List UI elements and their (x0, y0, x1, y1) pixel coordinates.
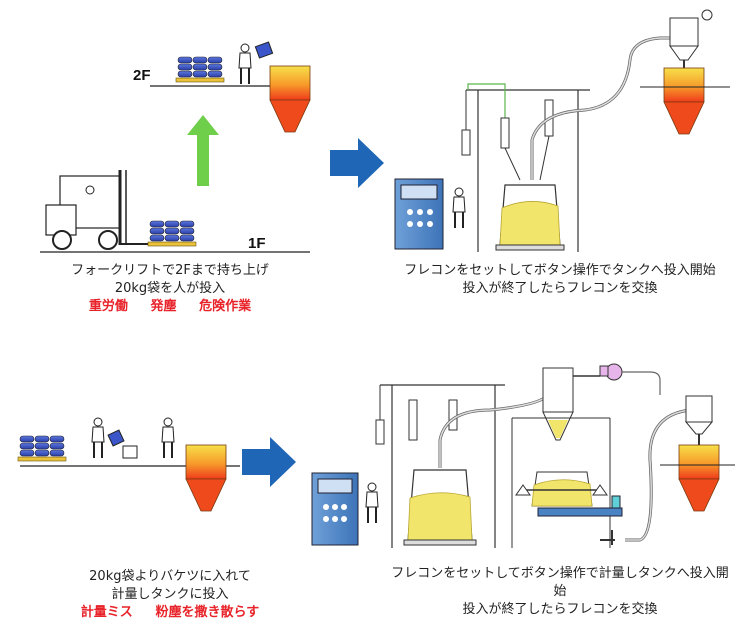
forklift-icon (45, 170, 150, 250)
bag-carried-icon (254, 41, 274, 59)
bag-stack-forklift (147, 220, 197, 247)
issue-item: 危険作業 (199, 299, 252, 314)
worker-pour-icon (161, 417, 175, 459)
issue-item: 発塵 (150, 299, 177, 314)
flecon-station-top (394, 36, 680, 252)
top-right-caption: フレコンをセットしてボタン操作でタンクへ投入開始 投入が終了したらフレコンを交換 (385, 262, 735, 298)
caption-line: 始 (553, 584, 567, 599)
bag-stack-bottom (17, 435, 67, 462)
issue-list: 重労働 発塵 危険作業 (40, 298, 300, 316)
issue-item: 計量ミス (80, 605, 133, 620)
caption-line: フレコンをセットしてボタン操作でタンクへ投入開始 (404, 263, 716, 278)
floor-1f-label: 1F (248, 235, 266, 252)
process-arrow-bottom (242, 437, 296, 487)
caption-line: 投入が終了したらフレコンを交換 (462, 281, 658, 296)
tank-2f (269, 65, 311, 133)
bottom-left-caption: 20kg袋よりバケツに入れて 計量しタンクに投入 計量ミス 粉塵を撒き散らす (40, 568, 300, 622)
top-left-caption: フォークリフトで2Fまで持ち上げ 20kg袋を人が投入 重労働 発塵 危険作業 (40, 262, 300, 316)
floor-2f-label: 2F (133, 67, 151, 84)
process-arrow-top (330, 138, 384, 188)
worker-2f-icon (238, 43, 252, 85)
weighing-unit (511, 363, 691, 548)
caption-line: 計量しタンクに投入 (111, 587, 229, 602)
caption-line: フレコンをセットしてボタン操作で計量しタンクへ投入開 (391, 566, 729, 581)
worker-bucket-icon (91, 417, 105, 459)
caption-line: フォークリフトで2Fまで持ち上げ (71, 263, 269, 278)
bag-pour-icon (107, 429, 125, 447)
tank-bottom-right (660, 395, 735, 512)
caption-line: 投入が終了したらフレコンを交換 (462, 602, 658, 617)
bottom-right-caption: フレコンをセットしてボタン操作で計量しタンクへ投入開 始 投入が終了したらフレコ… (385, 565, 735, 619)
flecon-station-bottom (311, 384, 550, 548)
bag-stack-2f (175, 56, 225, 83)
lift-up-arrow (187, 115, 219, 186)
caption-line: 20kg袋よりバケツに入れて (89, 569, 251, 584)
issue-list: 計量ミス 粉塵を撒き散らす (40, 604, 300, 622)
caption-line: 20kg袋を人が投入 (114, 281, 226, 296)
issue-item: 重労働 (88, 299, 128, 314)
issue-item: 粉塵を撒き散らす (155, 605, 260, 620)
tank-top-right (640, 9, 730, 135)
tank-bottom-left (185, 444, 227, 512)
scale-icon (122, 445, 138, 459)
